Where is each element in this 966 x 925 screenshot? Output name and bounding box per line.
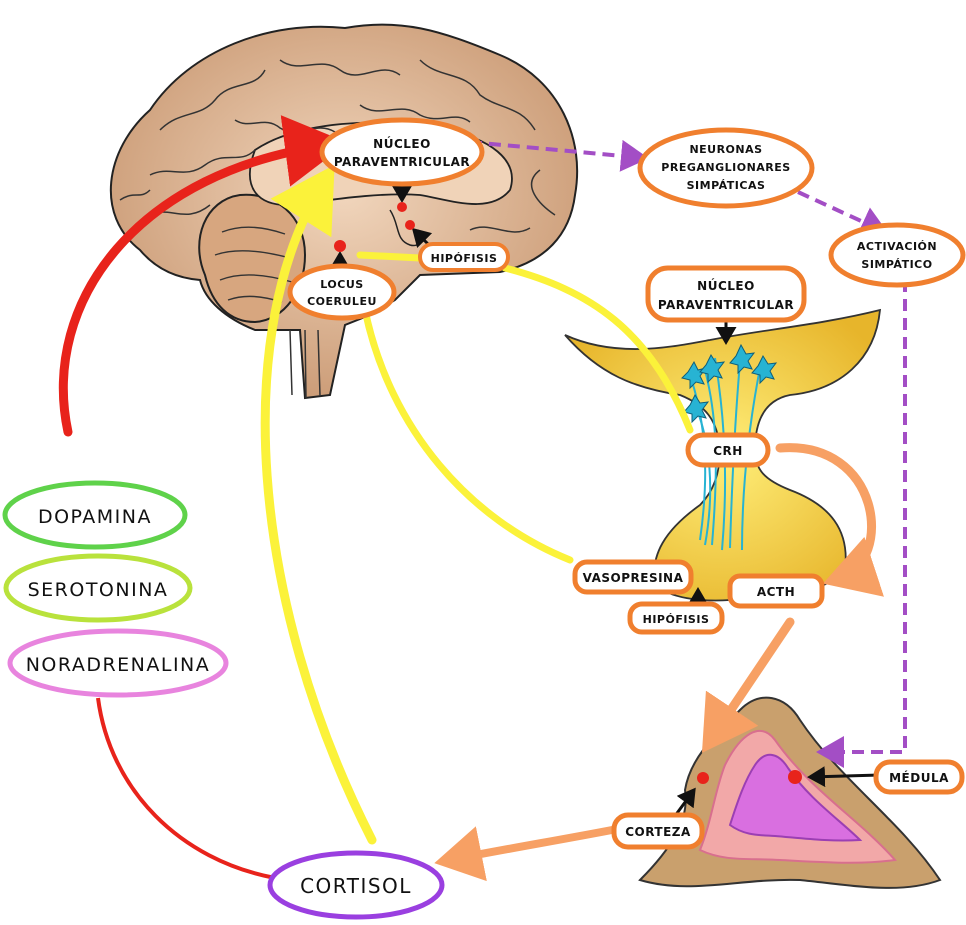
label-corteza: CORTEZA: [614, 815, 702, 847]
legend-text: DOPAMINA: [38, 506, 152, 528]
label-text: ACTIVACIÓN: [857, 240, 937, 253]
legend-text: NORADRENALINA: [26, 654, 211, 676]
red-dot-hipofisis: [405, 220, 415, 230]
label-text: NEURONAS: [689, 143, 762, 156]
red-dot-nucleo: [397, 202, 407, 212]
legend-noradrenalina: NORADRENALINA: [10, 631, 226, 695]
legend-text: SEROTONINA: [28, 579, 169, 601]
label-text: CORTEZA: [625, 825, 691, 839]
yellow-line-locus-hipofisis: [360, 255, 420, 258]
label-text: HIPÓFISIS: [643, 613, 710, 626]
orange-arrow-corteza-cortisol: [450, 830, 612, 860]
label-text: MÉDULA: [889, 770, 949, 785]
label-nucleo-paraventricular-top: NÚCLEO PARAVENTRICULAR: [322, 120, 482, 184]
label-text: COERULEU: [307, 295, 377, 308]
label-vasopresina: VASOPRESINA: [575, 562, 691, 592]
label-hipofisis-top: HIPÓFISIS: [420, 244, 508, 270]
label-medula: MÉDULA: [876, 762, 962, 792]
label-text: NÚCLEO: [373, 136, 431, 151]
legend-serotonina: SEROTONINA: [6, 556, 190, 620]
red-dot-corteza: [697, 772, 709, 784]
label-acth: ACTH: [730, 576, 822, 606]
label-crh: CRH: [688, 435, 768, 465]
label-text: NÚCLEO: [697, 278, 755, 293]
legend-text: CORTISOL: [300, 874, 412, 898]
label-hipofisis-bottom: HIPÓFISIS: [630, 604, 722, 632]
black-arrow-medula: [810, 775, 880, 777]
red-dot-locus: [334, 240, 346, 252]
label-text: SIMPÁTICAS: [687, 179, 766, 192]
label-locus-coeruleus: LOCUS COERULEU: [290, 266, 394, 318]
label-text: SIMPÁTICO: [861, 258, 932, 271]
label-nucleo-paraventricular-right: NÚCLEO PARAVENTRICULAR: [648, 268, 804, 320]
brain-illustration: [111, 24, 577, 398]
label-text: PREGANGLIONARES: [661, 161, 790, 174]
red-dot-medula: [788, 770, 802, 784]
label-text: HIPÓFISIS: [431, 252, 498, 265]
label-text: VASOPRESINA: [583, 571, 684, 585]
legend-dopamina: DOPAMINA: [5, 483, 185, 547]
label-cortisol: CORTISOL: [270, 853, 442, 917]
label-text: LOCUS: [320, 278, 363, 291]
label-text: CRH: [713, 444, 743, 458]
label-text: ACTH: [757, 585, 795, 599]
red-line-noradrenalina-cortisol: [98, 698, 275, 878]
label-neuronas-preganglionares: NEURONAS PREGANGLIONARES SIMPÁTICAS: [640, 130, 812, 206]
label-text: PARAVENTRICULAR: [334, 155, 470, 169]
yellow-line-locus-vasopresina: [365, 310, 570, 560]
label-text: PARAVENTRICULAR: [658, 298, 794, 312]
label-activacion-simpatico: ACTIVACIÓN SIMPÁTICO: [831, 225, 963, 285]
